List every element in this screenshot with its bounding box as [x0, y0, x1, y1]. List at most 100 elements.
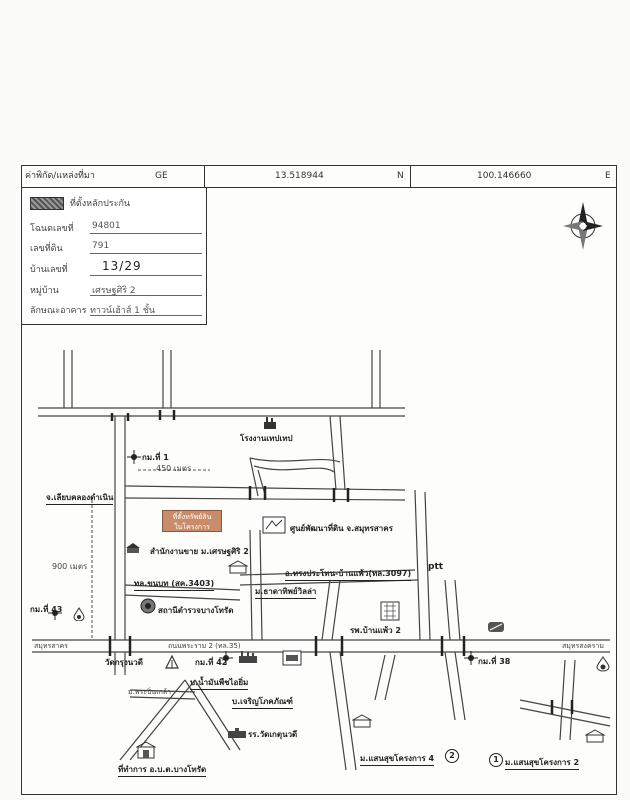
underline: [90, 315, 202, 316]
village-gate-icon: [352, 714, 372, 728]
road-curve: [249, 457, 341, 463]
road-center-v: [249, 529, 263, 641]
gas-station-icon: [73, 607, 85, 621]
house-no-value: 13/29: [102, 259, 142, 273]
underline: [90, 275, 202, 276]
bridge-2: [158, 410, 176, 420]
bridge-3: [248, 486, 267, 500]
village-4-number: 2: [445, 749, 459, 763]
bridge-1: [110, 413, 130, 421]
small-road-label: ม.พระปิ่นเกล้า: [128, 688, 172, 696]
oil-company-label: บ.น้ำมันพืชไอยิ่ม: [190, 676, 249, 690]
underline: [90, 295, 202, 296]
target-label-line2: ในโครงการ: [174, 523, 210, 531]
bridge-8: [550, 700, 574, 714]
road-low-1: [321, 579, 341, 641]
north-arrow-icon: N: [563, 202, 603, 250]
km38-label: กม.ที่ 38: [478, 657, 511, 666]
target-label-line1: ที่ตั้งทรัพย์สิน: [172, 513, 212, 521]
district-office-label: ที่ทำการ อ.บ.ต.บางโทรัด: [118, 763, 207, 777]
coordinate-bar: ค่าพิกัด/แหล่งที่มา GE 13.518944 N 100.1…: [21, 165, 617, 188]
coord-lat: 13.518944: [275, 171, 324, 181]
police-label: สถานีตำรวจบางโทรัด: [158, 606, 234, 615]
samut-songkhram-label: สมุทรสงคราม: [562, 642, 604, 650]
hospital-label: รพ.บ้านแพ้ว 2: [350, 626, 401, 635]
village-gate-icon: [585, 729, 605, 743]
road-3403-label: ทล.ขนบท (สค.3403): [134, 577, 215, 591]
deed-label: โฉนดเลขที่: [30, 224, 74, 234]
road-low-4: [374, 654, 396, 701]
factory-label: โรงงานเทปเทป: [240, 434, 293, 443]
km-marker-icon: [219, 651, 233, 665]
coord-divider: [410, 166, 411, 187]
road-low-3: [329, 651, 357, 771]
deed-value: 94801: [92, 221, 121, 231]
ptt-station-icon: [488, 622, 504, 632]
highway-rama2: [32, 639, 610, 653]
bridge-7: [440, 636, 466, 656]
gas-station-icon: [596, 656, 610, 672]
road-low-2: [444, 579, 461, 641]
road-low-5: [444, 651, 466, 721]
road-main-vertical: [114, 416, 126, 640]
property-info-box: ที่ตั้งหลักประกัน โฉนดเลขที่ 94801 เลขที…: [21, 187, 207, 325]
coord-label: ค่าพิกัด/แหล่งที่มา: [25, 171, 95, 181]
km-marker-icon: [464, 651, 478, 665]
ptt-label: ptt: [428, 562, 444, 572]
km1-label: กม.ที่ 1: [142, 453, 169, 462]
collateral-location-marker: ที่ตั้งทรัพย์สิน ในโครงการ: [162, 510, 222, 532]
road-left-stub: [63, 350, 73, 408]
building-type-label: ลักษณะอาคาร: [30, 306, 87, 316]
land-center-icon: [262, 516, 286, 534]
coord-divider: [204, 166, 205, 187]
canal-road-label: จ.เลียบคลองดำเนิน: [46, 491, 114, 505]
coord-lat-dir: N: [397, 171, 404, 181]
bridge-5: [108, 636, 132, 656]
road-3403: [124, 584, 241, 601]
school-icon: [228, 728, 246, 738]
road-3097-label: อ.ทรงประโทน-บ้านแพ้ว(ทล.3097): [285, 567, 412, 581]
coord-lon-dir: E: [605, 171, 611, 181]
legend-label: ที่ตั้งหลักประกัน: [70, 199, 131, 209]
distance-900-label: 900 เมตร: [52, 562, 88, 571]
road-sw-b: [184, 679, 241, 751]
bridge-6: [314, 636, 344, 656]
road-mid-stub: [162, 350, 172, 408]
samut-sakhon-label: สมุทรสาคร: [34, 642, 68, 650]
coord-source: GE: [155, 171, 168, 181]
road-ptt: [414, 489, 431, 641]
road-main-vertical-south: [114, 652, 126, 675]
road-right-stub: [371, 350, 381, 408]
km43-label: กม.ที่ 43: [30, 605, 63, 614]
temple-icon: [165, 655, 179, 669]
svg-text:N: N: [580, 222, 586, 231]
building-type-value: ทาวน์เฮ้าส์ 1 ชั้น: [90, 306, 156, 316]
road-vertical-mid: [329, 415, 346, 491]
distance-450-label: 450 เมตร: [156, 464, 192, 473]
sales-office-label: สำนักงานขาย ม.เศรษฐศิริ 2: [150, 547, 249, 556]
school-label: รร.วัดเกตุนวดี: [248, 730, 298, 739]
underline: [90, 253, 202, 254]
village-label: หมู่บ้าน: [30, 286, 59, 296]
coord-lon: 100.146660: [477, 171, 532, 181]
village-tawee-label: ม.ธาดาทิพย์วิลล่า: [255, 585, 317, 599]
km-marker-icon: [48, 606, 62, 620]
factory-icon: [239, 651, 257, 663]
factory-icon: [264, 417, 276, 429]
land-no-value: 791: [92, 241, 110, 251]
police-station-icon: [140, 598, 156, 614]
km42-label: กม.ที่ 42: [195, 658, 228, 667]
house-no-label: บ้านเลขที่: [30, 265, 68, 275]
cp-company-label: บ.เจริญโภคภัณฑ์: [232, 695, 293, 709]
road-top: [38, 407, 405, 417]
village-4-label: ม.แสนสุขโครงการ 4: [360, 752, 435, 766]
company-icon: [282, 650, 302, 666]
village-gate-icon: [228, 560, 248, 574]
temple-label: วัดกรุงนวดี: [105, 658, 143, 667]
village-2-number: 1: [489, 753, 503, 767]
village-value: เศรษฐศิริ 2: [92, 286, 136, 296]
bridge-4: [332, 488, 350, 502]
hospital-icon: [380, 601, 400, 621]
road-small-1: [129, 689, 196, 700]
